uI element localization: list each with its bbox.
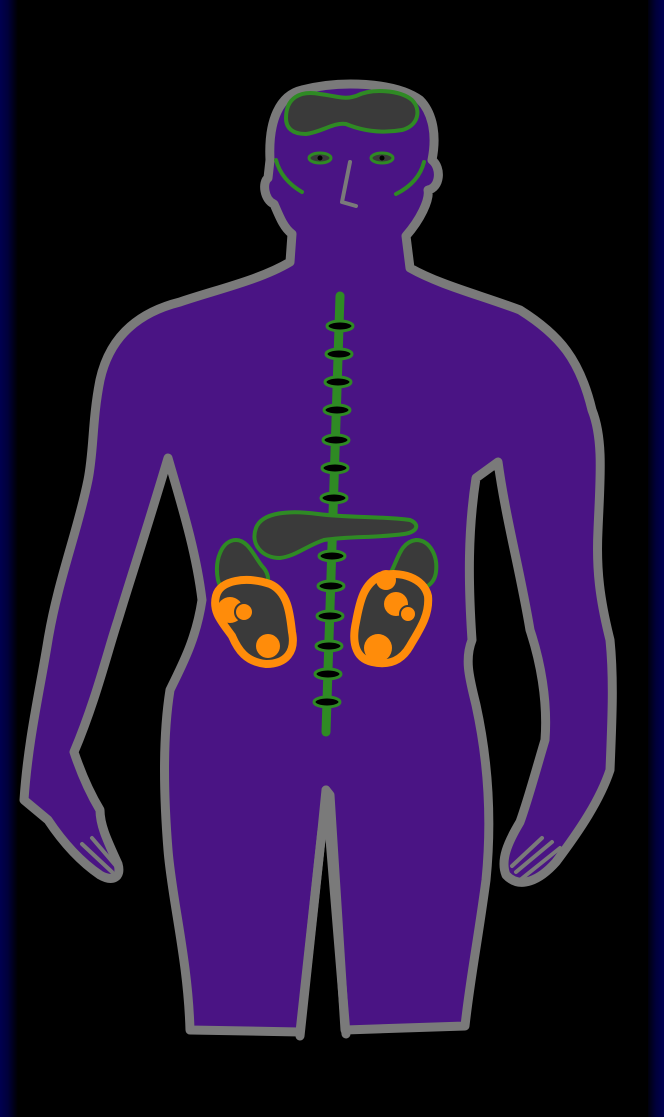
- right-kidney-spot: [364, 634, 392, 662]
- vertebra-disc: [316, 641, 342, 651]
- left-pupil: [318, 156, 323, 161]
- vertebra-disc: [314, 697, 340, 707]
- right-kidney-spot: [400, 606, 416, 622]
- vertebra-disc: [326, 349, 352, 359]
- vertebra-disc: [318, 581, 344, 591]
- vertebra-disc: [325, 377, 351, 387]
- vertebra-disc: [324, 405, 350, 415]
- left-kidney-spot: [256, 634, 280, 658]
- vertebra-disc: [321, 493, 347, 503]
- vertebra-disc: [315, 669, 341, 679]
- left-kidney-spot: [235, 603, 253, 621]
- right-kidney-spot: [376, 570, 396, 590]
- vertebra-disc: [319, 551, 345, 561]
- vertebra-disc: [322, 463, 348, 473]
- brain-icon: [286, 91, 417, 134]
- vertebra-disc: [327, 321, 353, 331]
- vertebra-disc: [323, 435, 349, 445]
- right-pupil: [380, 156, 385, 161]
- vertebra-disc: [317, 611, 343, 621]
